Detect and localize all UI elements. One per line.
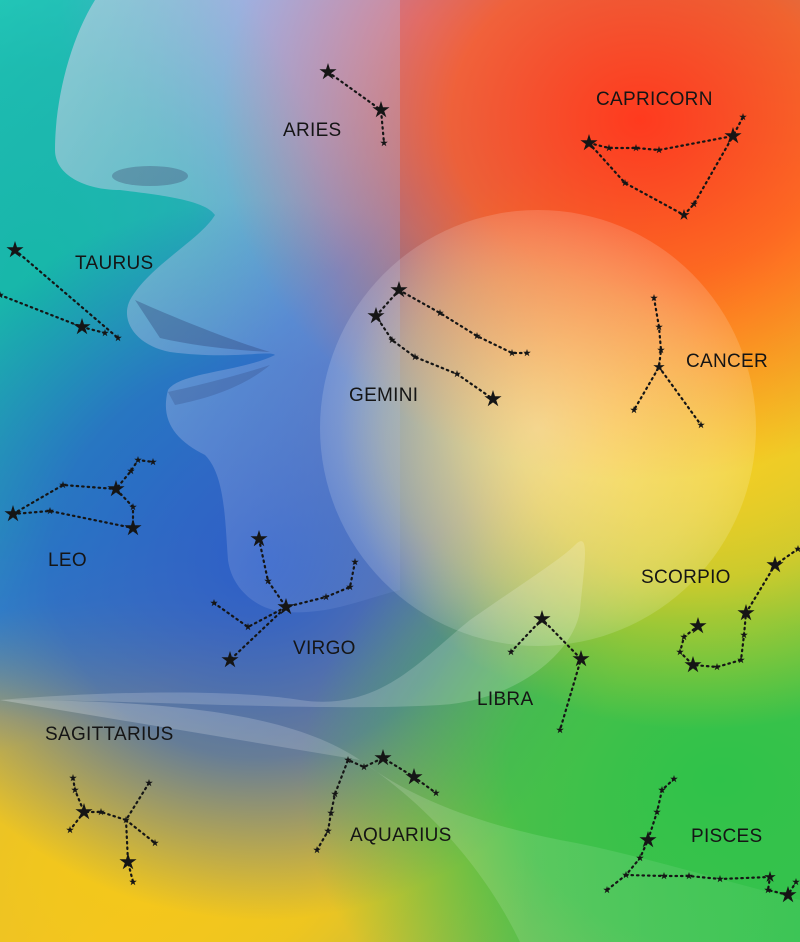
virgo-label: VIRGO (293, 638, 356, 659)
scorpio-star-icon (794, 545, 800, 553)
scorpio-constellation-line (678, 547, 800, 669)
shoulder-band (0, 541, 585, 708)
taurus-star-icon (0, 291, 4, 299)
sagittarius-star-icon (145, 779, 153, 787)
gemini-star-icon (367, 307, 385, 324)
gemini-star-icon (390, 281, 408, 298)
sagittarius-constellation-line (124, 818, 135, 884)
aquarius-star-icon (374, 749, 392, 766)
scorpio-star-icon (737, 656, 745, 664)
cancer-star-icon (653, 361, 665, 372)
sagittarius-star-icon (129, 878, 137, 886)
sagittarius-label: SAGITTARIUS (45, 724, 174, 745)
pisces-star-icon (764, 871, 776, 882)
scorpio-star-icon (740, 631, 748, 639)
sagittarius-constellation-line (68, 810, 86, 832)
capricorn-label: CAPRICORN (596, 89, 713, 110)
pisces-star-icon (670, 775, 678, 783)
pisces-star-icon (716, 875, 724, 883)
sagittarius-star-icon (71, 786, 79, 794)
leo-star-icon (129, 503, 137, 511)
pisces-star-icon (636, 854, 644, 862)
libra-constellation-line (509, 617, 583, 732)
gemini-constellation-line (397, 288, 529, 355)
aquarius-star-icon (324, 827, 332, 835)
gemini-star-icon (484, 390, 502, 407)
cancer-label: CANCER (686, 351, 769, 372)
taurus-star-icon (73, 318, 91, 335)
virgo-constellation-line (228, 537, 288, 662)
libra-label: LIBRA (477, 689, 534, 710)
aquarius-label: AQUARIUS (350, 825, 452, 846)
virgo-star-icon (250, 530, 268, 547)
scorpio-star-icon (676, 648, 684, 656)
scorpio-star-icon (680, 633, 688, 641)
aries-label: ARIES (283, 120, 342, 141)
pisces-star-icon (792, 878, 800, 886)
leo-constellation-line (11, 458, 155, 530)
face-profile (55, 0, 400, 613)
aquarius-star-icon (331, 790, 339, 798)
aquarius-star-icon (313, 846, 321, 854)
sagittarius-star-icon (119, 853, 137, 870)
leo-label: LEO (48, 550, 87, 571)
leo-constellation-line (11, 483, 118, 516)
gemini-star-icon (523, 349, 531, 357)
pisces-star-icon (603, 886, 611, 894)
taurus-label: TAURUS (75, 253, 154, 274)
scorpio-label: SCORPIO (641, 567, 731, 588)
taurus-constellation-line (13, 248, 120, 340)
aries-star-icon (372, 101, 390, 118)
aquarius-star-icon (405, 768, 423, 785)
libra-star-icon (556, 726, 564, 734)
virgo-constellation-line (212, 560, 357, 629)
cancer-constellation-line (632, 296, 663, 412)
pisces-label: PISCES (691, 826, 763, 847)
capricorn-star-icon (580, 134, 598, 151)
sagittarius-star-icon (75, 803, 93, 820)
gemini-constellation-line (374, 288, 495, 401)
pisces-star-icon (639, 831, 657, 848)
capricorn-constellation-line (587, 115, 745, 152)
gemini-star-icon (453, 370, 461, 378)
virgo-star-icon (210, 599, 218, 607)
cancer-star-icon (655, 323, 663, 331)
aries-star-icon (380, 139, 388, 147)
gemini-label: GEMINI (349, 385, 419, 406)
cancer-constellation-line (657, 365, 703, 427)
libra-star-icon (572, 650, 590, 667)
pisces-star-icon (653, 808, 661, 816)
libra-star-icon (507, 648, 515, 656)
scorpio-star-icon (766, 556, 784, 573)
leo-star-icon (134, 456, 142, 464)
libra-star-icon (533, 610, 551, 627)
sagittarius-constellation-line (124, 818, 157, 845)
moon (320, 210, 756, 646)
capricorn-star-icon (724, 127, 742, 144)
virgo-star-icon (264, 577, 272, 585)
